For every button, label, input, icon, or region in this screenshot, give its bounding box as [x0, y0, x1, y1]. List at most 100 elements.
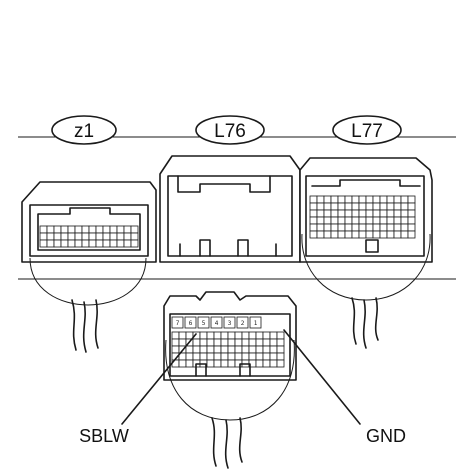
- lower-pin: [276, 331, 285, 340]
- l77-pin: [323, 223, 332, 232]
- label-z1: z1: [51, 115, 117, 145]
- l77-pin: [407, 223, 416, 232]
- z1-pin: [123, 225, 132, 234]
- lower-pin: [241, 345, 250, 354]
- label-l76-text: L76: [214, 121, 246, 142]
- l77-pin: [372, 230, 381, 239]
- l77-pin: [358, 216, 367, 225]
- z1-pin: [60, 225, 69, 234]
- lower-pin: [199, 338, 208, 347]
- lower-pin-number: 6: [189, 320, 193, 327]
- l77-pin-grid: [309, 195, 416, 239]
- l77-pin: [400, 223, 409, 232]
- z1-pin: [116, 225, 125, 234]
- lower-pin-number-cell: [236, 316, 249, 329]
- lower-pin-number: 7: [176, 320, 180, 327]
- lower-pin-number: 4: [215, 320, 219, 327]
- lower-pin-number: 1: [254, 320, 258, 327]
- lower-pin: [269, 352, 278, 361]
- callout-gnd: GND: [283, 329, 406, 446]
- l77-pin: [358, 209, 367, 218]
- z1-pin: [39, 225, 48, 234]
- l77-pin: [330, 216, 339, 225]
- lower-pin: [262, 331, 271, 340]
- l77-pin: [365, 216, 374, 225]
- lower-pin: [248, 338, 257, 347]
- lower-pin: [178, 331, 187, 340]
- l77-pin: [393, 230, 402, 239]
- l77-pin: [379, 216, 388, 225]
- l77-pin: [344, 209, 353, 218]
- z1-pin: [116, 232, 125, 241]
- l77-pin: [309, 230, 318, 239]
- l77-pin: [386, 202, 395, 211]
- l77-pin: [351, 223, 360, 232]
- l77-pin: [316, 223, 325, 232]
- z1-pin: [102, 239, 111, 248]
- lower-pin: [185, 352, 194, 361]
- lower-pin: [248, 345, 257, 354]
- lower-pin: [213, 345, 222, 354]
- lower-pin: [192, 352, 201, 361]
- lower-pin: [227, 338, 236, 347]
- lower-pin: [262, 338, 271, 347]
- l77-pin: [316, 195, 325, 204]
- l77-pin: [323, 230, 332, 239]
- lower-pin: [227, 359, 236, 368]
- lower-pin: [206, 345, 215, 354]
- lower-pin-number: 2: [241, 320, 245, 327]
- callout-sblw-text: SBLW: [79, 426, 129, 446]
- l77-pin: [351, 202, 360, 211]
- z1-pin: [109, 239, 118, 248]
- connector-z1: [21, 181, 157, 353]
- l77-pin: [337, 209, 346, 218]
- l77-pin: [407, 230, 416, 239]
- l77-pin: [393, 195, 402, 204]
- label-z1-text: z1: [74, 121, 94, 142]
- callout-sblw: SBLW: [79, 333, 197, 446]
- l77-pin: [309, 209, 318, 218]
- connector-l77: [299, 157, 433, 349]
- lower-pin: [206, 352, 215, 361]
- l77-pin: [309, 202, 318, 211]
- l77-pin: [400, 195, 409, 204]
- l77-pin: [344, 230, 353, 239]
- z1-pin: [109, 225, 118, 234]
- l77-pin: [316, 209, 325, 218]
- z1-pin: [67, 232, 76, 241]
- lower-pin: [227, 331, 236, 340]
- l77-pin: [358, 223, 367, 232]
- l77-pin: [393, 223, 402, 232]
- lower-pin: [227, 345, 236, 354]
- lower-pin: [178, 338, 187, 347]
- z1-pin: [46, 239, 55, 248]
- l77-pin: [316, 202, 325, 211]
- l77-pin: [309, 216, 318, 225]
- lower-pin: [255, 352, 264, 361]
- z1-pin: [88, 225, 97, 234]
- l77-pin: [323, 202, 332, 211]
- lower-pin-number-cell: [171, 316, 184, 329]
- l77-pin: [358, 230, 367, 239]
- l77-pin: [344, 202, 353, 211]
- z1-pin: [123, 239, 132, 248]
- z1-pin: [39, 232, 48, 241]
- l77-pin: [337, 230, 346, 239]
- lower-pin: [276, 338, 285, 347]
- lower-pin: [262, 359, 271, 368]
- lower-pin: [276, 359, 285, 368]
- l77-pin: [309, 223, 318, 232]
- z1-pin: [130, 239, 139, 248]
- l77-pin: [386, 216, 395, 225]
- z1-pin: [81, 232, 90, 241]
- z1-pin: [74, 225, 83, 234]
- l77-pin: [365, 195, 374, 204]
- lower-pin: [199, 352, 208, 361]
- z1-pin: [74, 232, 83, 241]
- lower-pin: [192, 338, 201, 347]
- lower-pin: [234, 345, 243, 354]
- z1-pin: [53, 225, 62, 234]
- z1-pin: [53, 239, 62, 248]
- z1-pin: [81, 225, 90, 234]
